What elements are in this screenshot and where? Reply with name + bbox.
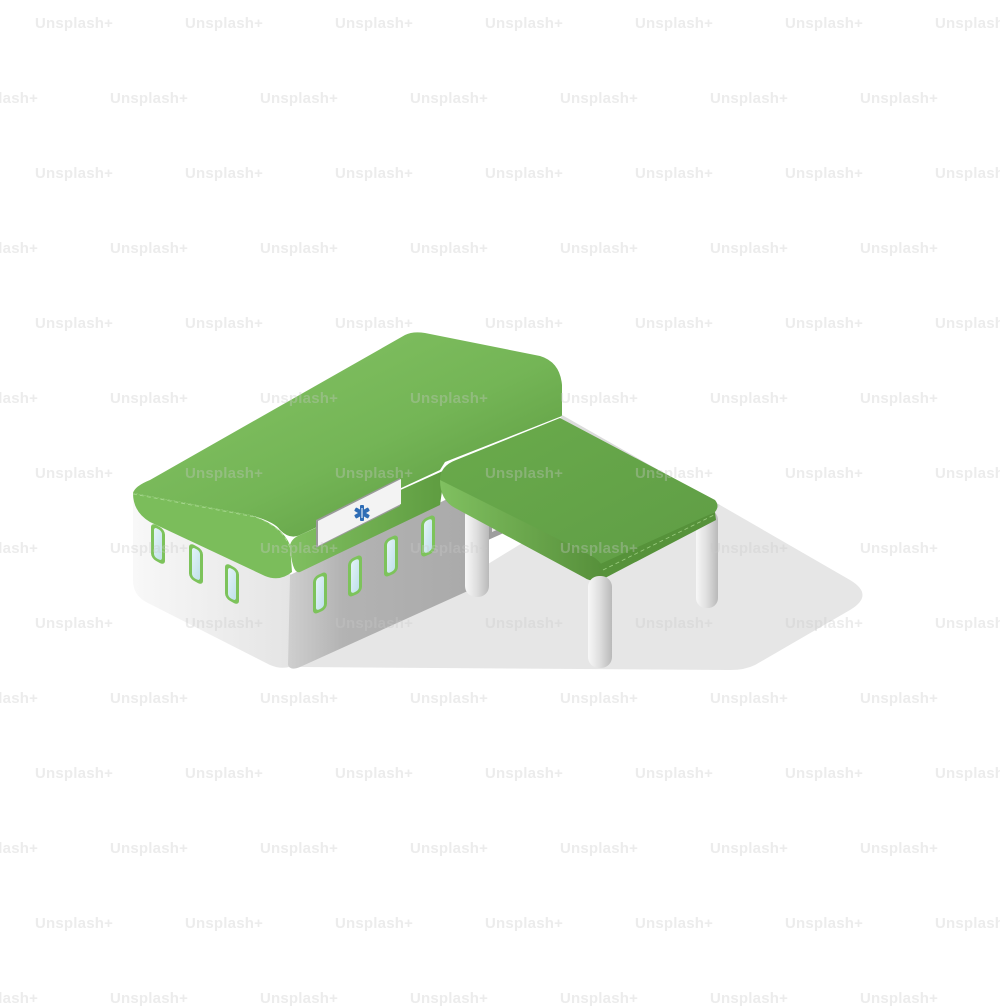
front-windows (313, 515, 435, 614)
canopy-pillar-back (465, 505, 489, 597)
star-of-life-icon (354, 505, 370, 521)
main-roof-lip (133, 493, 292, 579)
clinic-sign (316, 478, 401, 548)
canopy-pillar-front (588, 576, 612, 668)
main-roof (133, 332, 562, 537)
canopy-front-lip (440, 480, 605, 581)
canopy-pillar-right (696, 510, 718, 608)
canopy-roof (440, 418, 718, 567)
left-wall (133, 493, 292, 668)
ground-shadow (300, 505, 863, 670)
left-windows (151, 524, 239, 604)
